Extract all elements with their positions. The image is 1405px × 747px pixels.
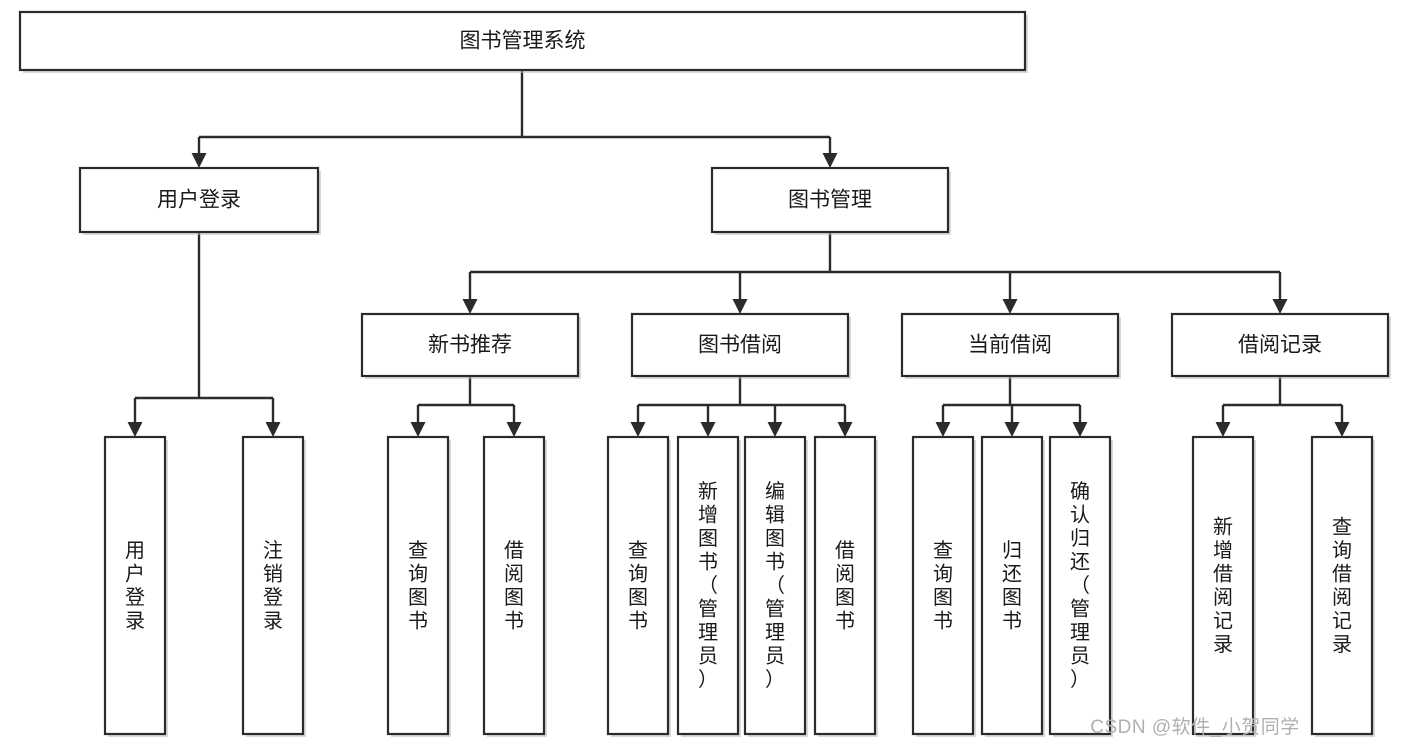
node-leaf-query-book-current[interactable]: 查询图书 [911,435,976,737]
node-box[interactable] [103,435,167,736]
node-box[interactable] [1310,435,1374,736]
node-box[interactable] [18,10,1027,72]
connector-c-ul-split [127,232,281,437]
node-leaf-user-logout[interactable]: 注销登录 [241,435,306,737]
node-box[interactable] [482,435,546,736]
node-label: 编辑图书（管理员） [765,480,785,691]
node-label: 注销登录 [263,539,283,633]
node-box[interactable] [360,312,580,378]
node-label: 查询图书 [628,539,648,633]
node-user-login[interactable]: 用户登录 [78,166,321,235]
node-label: 当前借阅 [968,334,1052,357]
node-current-borrow[interactable]: 当前借阅 [900,312,1121,379]
node-box[interactable] [241,435,305,736]
node-label: 确认归还（管理员） [1070,480,1090,691]
node-label: 图书借阅 [698,334,782,357]
node-leaf-add-borrow-record[interactable]: 新增借阅记录 [1191,435,1256,737]
node-box[interactable] [676,435,740,736]
node-label: 归还图书 [1002,539,1022,633]
connector-c-bm-split [462,232,1288,314]
node-root[interactable]: 图书管理系统 [18,10,1028,73]
node-book-management[interactable]: 图书管理 [710,166,951,235]
node-box[interactable] [630,312,850,378]
csdn-watermark: CSDN @软件_小贺同学 [1090,716,1299,738]
node-leaf-query-book-rec[interactable]: 查询图书 [386,435,451,737]
node-box[interactable] [386,435,450,736]
node-box[interactable] [900,312,1120,378]
node-label: 新增图书（管理员） [698,480,718,691]
connector-layer [127,70,1350,437]
node-box[interactable] [710,166,950,234]
node-box[interactable] [1191,435,1255,736]
node-leaf-confirm-return-admin[interactable]: 确认归还（管理员） [1048,435,1113,737]
node-box[interactable] [1048,435,1112,736]
node-new-book-recommend[interactable]: 新书推荐 [360,312,581,379]
node-box[interactable] [78,166,320,234]
node-label: 新书推荐 [428,334,512,357]
connector-c-root-split [191,70,838,168]
node-label: 查询图书 [933,539,953,633]
node-leaf-add-book-admin[interactable]: 新增图书（管理员） [676,435,741,737]
node-leaf-edit-book-admin[interactable]: 编辑图书（管理员） [743,435,808,737]
node-book-borrow[interactable]: 图书借阅 [630,312,851,379]
node-label: 借阅图书 [504,539,524,633]
connector-c-bb-split [630,376,853,437]
node-leaf-borrow-book-rec[interactable]: 借阅图书 [482,435,547,737]
node-box[interactable] [743,435,807,736]
node-label: 查询借阅记录 [1332,515,1352,656]
node-box[interactable] [980,435,1044,736]
node-label: 用户登录 [157,189,241,212]
node-borrow-records[interactable]: 借阅记录 [1170,312,1391,379]
node-label: 新增借阅记录 [1213,515,1233,656]
connector-c-br-split [1215,376,1350,437]
node-leaf-user-login[interactable]: 用户登录 [103,435,168,737]
node-label: 借阅图书 [835,539,855,633]
connector-c-nbr-split [410,376,522,437]
node-label: 图书管理 [788,189,872,212]
node-box[interactable] [813,435,877,736]
node-label: 用户登录 [125,540,145,633]
node-leaf-return-book[interactable]: 归还图书 [980,435,1045,737]
node-box[interactable] [1170,312,1390,378]
node-leaf-query-borrow-record[interactable]: 查询借阅记录 [1310,435,1375,737]
node-label: 图书管理系统 [460,30,586,53]
node-box[interactable] [911,435,975,736]
node-label: 查询图书 [408,539,428,633]
node-box[interactable] [606,435,670,736]
node-label: 借阅记录 [1238,334,1322,357]
node-layer: 图书管理系统用户登录图书管理新书推荐图书借阅当前借阅借阅记录用户登录注销登录查询… [18,10,1391,737]
node-leaf-query-book-borrow[interactable]: 查询图书 [606,435,671,737]
node-leaf-borrow-book[interactable]: 借阅图书 [813,435,878,737]
connector-c-cb-split [935,376,1088,437]
